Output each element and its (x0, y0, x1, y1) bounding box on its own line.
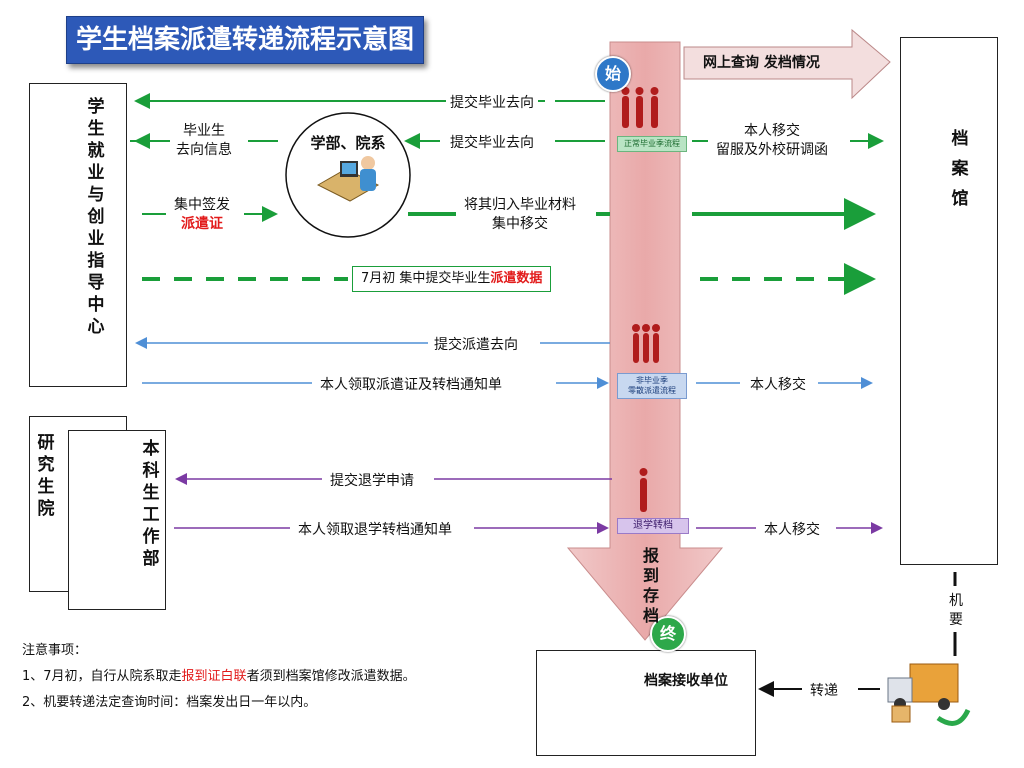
people-icon (621, 87, 659, 128)
flow-label-withdraw-apply: 提交退学申请 (326, 470, 418, 490)
truck-icon (887, 663, 971, 726)
undergrad-office-box (68, 430, 166, 610)
flow-label-grad-info: 毕业生去向信息 (172, 122, 236, 160)
stage-tag-non-season: 非毕业季零散派遣流程 (617, 373, 687, 399)
flow-label-issue: 集中签发派遣证 (170, 196, 234, 234)
archives-label: 档案馆 (951, 129, 969, 209)
receiver-box (536, 650, 756, 756)
undergrad-office-label: 本科生工作部 (142, 439, 160, 569)
grad-school-label: 研究生院 (37, 433, 55, 519)
employment-center-label: 学生就业与创业指导中心 (87, 97, 105, 337)
report-archive-label: 报到存档 (642, 546, 659, 625)
worker-icon (316, 156, 380, 202)
online-query-label: 网上查询 发档情况 (703, 55, 820, 71)
flow-label-submit-dest-2: 提交毕业去向 (446, 132, 538, 152)
notes: 注意事项： 1、7月初，自行从院系取走报到证白联者须到档案馆修改派遣数据。 2、… (22, 638, 416, 716)
flow-label-self-transfer-3: 本人移交 (760, 519, 824, 539)
online-query-arrow (683, 28, 891, 100)
flow-label-transfer: 转递 (806, 680, 842, 700)
flow-label-submit-dest-1: 提交毕业去向 (446, 92, 538, 112)
flow-label-confidential: 机要 (949, 593, 963, 628)
page-title: 学生档案派遣转递流程示意图 (66, 16, 424, 64)
flow-label-july: 7月初 集中提交毕业生派遣数据 (352, 266, 552, 292)
flow-label-self-transfer-2: 本人移交 (746, 374, 810, 394)
flow-label-withdraw-notice: 本人领取退学转档通知单 (294, 519, 456, 539)
notes-line-1: 1、7月初，自行从院系取走报到证白联者须到档案馆修改派遣数据。 (22, 669, 416, 684)
receiver-label: 档案接收单位 (644, 673, 728, 689)
flow-label-receive-cert: 本人领取派遣证及转档通知单 (316, 374, 506, 394)
flow-label-self-transfer-1: 本人移交留服及外校研调函 (712, 122, 832, 160)
start-badge: 始 (595, 56, 631, 92)
notes-heading: 注意事项： (22, 643, 88, 658)
flow-label-submit-dispatch: 提交派遣去向 (430, 334, 522, 354)
flow-label-collect: 将其归入毕业材料集中移交 (460, 196, 580, 234)
dept-label: 学部、院系 (310, 134, 386, 152)
employment-center-box (29, 83, 127, 387)
stage-tag-withdraw: 退学转档 (617, 518, 689, 534)
end-badge: 终 (650, 616, 686, 652)
archives-box (900, 37, 998, 565)
notes-line-2: 2、机要转递法定查询时间：档案发出日一年以内。 (22, 695, 317, 710)
person-icon (639, 468, 648, 512)
stage-tag-normal: 正常毕业季流程 (617, 136, 687, 152)
people-icon (632, 324, 660, 363)
